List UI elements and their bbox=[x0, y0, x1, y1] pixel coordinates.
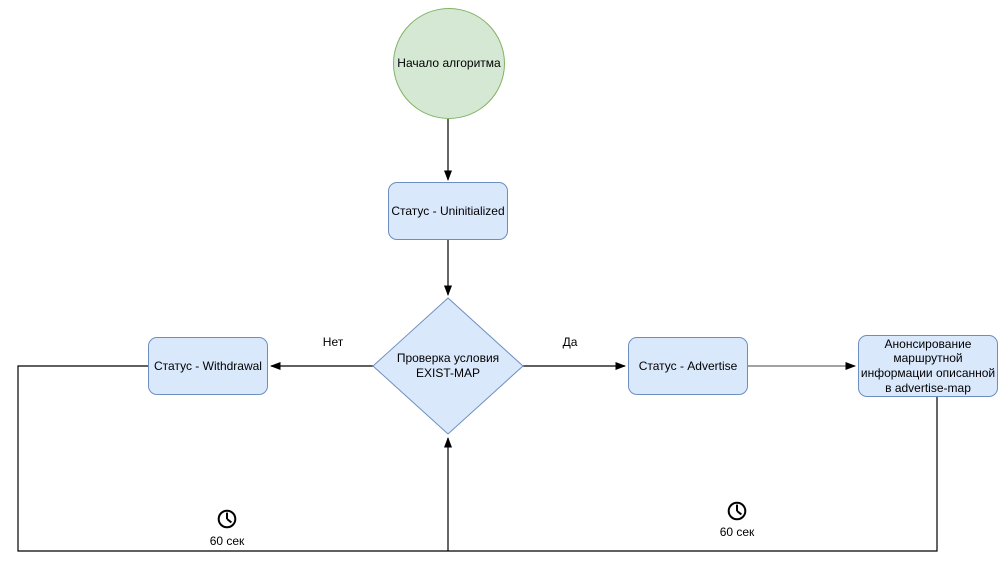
timer-label-left: 60 сек bbox=[209, 534, 245, 548]
node-status-uninitialized-label: Статус - Uninitialized bbox=[391, 203, 505, 218]
node-start: Начало алгоритма bbox=[393, 8, 505, 119]
edge-label-yes: Да bbox=[548, 335, 592, 349]
node-status-withdrawal: Статус - Withdrawal bbox=[148, 337, 268, 395]
node-announce-routes: Анонсирование маршрутной информации опис… bbox=[858, 335, 998, 397]
node-announce-routes-label: Анонсирование маршрутной информации опис… bbox=[860, 336, 996, 395]
node-decision-label: Проверка условия EXIST-MAP bbox=[396, 351, 500, 380]
clock-icon bbox=[216, 508, 238, 530]
edge-loop-bottom bbox=[17, 365, 938, 552]
edge-label-no: Нет bbox=[311, 335, 355, 349]
node-status-advertise-label: Статус - Advertise bbox=[638, 358, 738, 373]
node-status-advertise: Статус - Advertise bbox=[628, 337, 748, 395]
timer-label-right: 60 сек bbox=[719, 525, 755, 539]
clock-icon bbox=[726, 500, 748, 522]
node-decision-exist-map: Проверка условия EXIST-MAP bbox=[373, 298, 523, 434]
node-status-withdrawal-label: Статус - Withdrawal bbox=[154, 358, 262, 373]
decision-diamond-shape bbox=[372, 297, 524, 435]
node-start-label: Начало алгоритма bbox=[397, 56, 501, 70]
node-status-uninitialized: Статус - Uninitialized bbox=[388, 182, 508, 240]
